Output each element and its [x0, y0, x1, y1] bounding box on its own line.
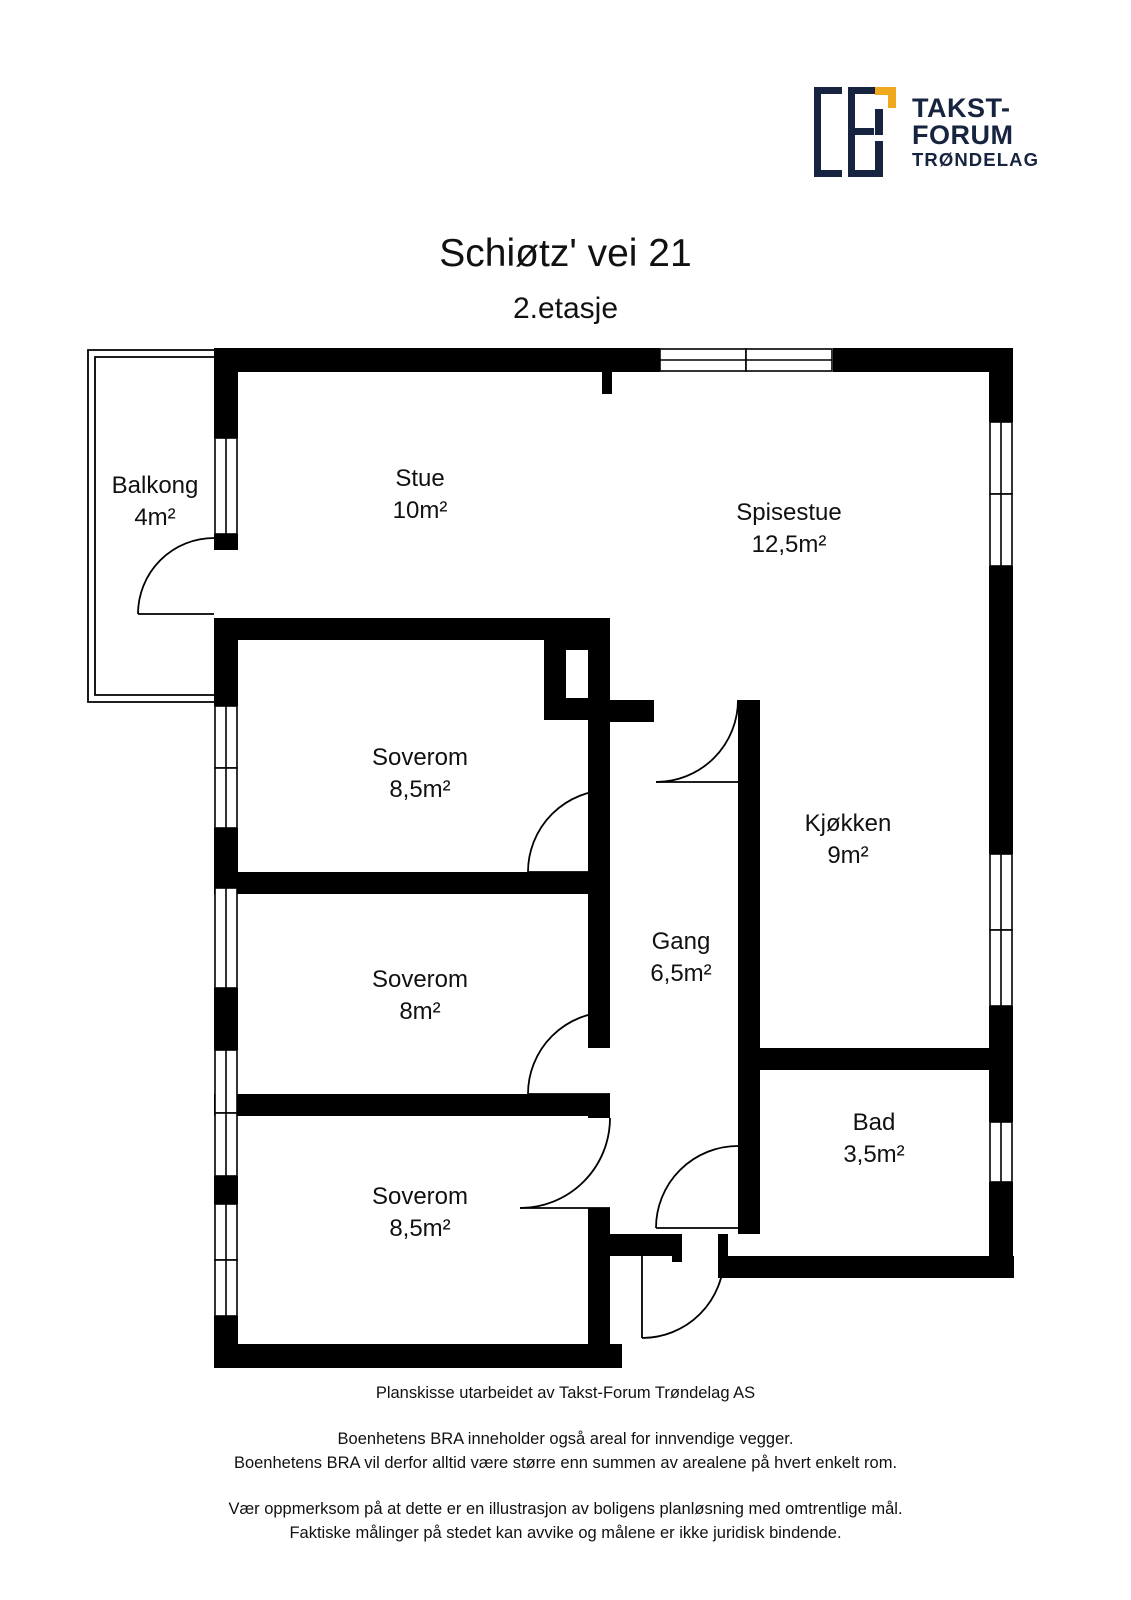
- room-area-kjokken: 9m²: [827, 842, 868, 869]
- door-soverom-upper: [527, 789, 611, 873]
- room-label-balkong: Balkong: [112, 472, 199, 499]
- window-top-2: [745, 348, 833, 372]
- balcony-outline: [87, 349, 214, 703]
- door-balcony: [137, 537, 215, 615]
- logo-wordmark: TAKST- FORUM TRØNDELAG: [912, 92, 1040, 170]
- room-labels: Balkong 4m² Stue 10m² Spisestue 12,5m² S…: [112, 465, 905, 1242]
- window-top-1: [659, 348, 747, 372]
- room-area-soverom-bottom: 8,5m²: [389, 1215, 450, 1242]
- room-area-soverom-upper: 8,5m²: [389, 776, 450, 803]
- wall-structure: [214, 348, 1014, 1368]
- footer-disclaimer-line-2: Faktiske målinger på stedet kan avvike o…: [289, 1523, 842, 1542]
- page-subtitle: 2.etasje: [512, 292, 619, 325]
- window-left-3: [214, 887, 238, 989]
- room-area-stue: 10m²: [393, 497, 448, 524]
- room-area-bad: 3,5m²: [843, 1141, 904, 1168]
- window-left-7: [214, 1259, 238, 1317]
- window-left-5: [214, 1112, 238, 1177]
- room-label-soverom-middle: Soverom: [372, 966, 468, 993]
- window-right-4: [989, 929, 1013, 1007]
- window-left-6: [214, 1203, 238, 1261]
- window-left-1: [214, 705, 238, 769]
- window-right-1: [989, 421, 1013, 495]
- footer-credit-block: Planskisse utarbeidet av Takst-Forum Trø…: [0, 1382, 1131, 1406]
- door-gang-top: [655, 699, 739, 783]
- window-balcony-door: [214, 437, 238, 535]
- door-bad: [655, 1145, 739, 1229]
- room-label-stue: Stue: [395, 465, 444, 492]
- footer-credit: Planskisse utarbeidet av Takst-Forum Trø…: [375, 1384, 756, 1402]
- logo-line-trondelag: TRØNDELAG: [912, 148, 1040, 170]
- door-soverom-bottom: [519, 1117, 611, 1209]
- room-area-soverom-middle: 8m²: [399, 998, 440, 1025]
- takst-forum-logo: TAKST- FORUM TRØNDELAG: [812, 82, 1040, 182]
- window-right-2: [989, 493, 1013, 567]
- door-soverom-middle: [527, 1011, 611, 1095]
- takst-forum-bracket-icon: [814, 87, 896, 177]
- room-label-bad: Bad: [853, 1109, 896, 1136]
- windows: [214, 348, 1013, 1317]
- room-area-spisestue: 12,5m²: [752, 531, 827, 558]
- room-label-soverom-bottom: Soverom: [372, 1183, 468, 1210]
- window-left-2: [214, 767, 238, 829]
- room-label-kjokken: Kjøkken: [805, 810, 892, 837]
- room-label-soverom-upper: Soverom: [372, 744, 468, 771]
- page-title: Schiøtz' vei 21: [439, 232, 692, 275]
- room-area-balkong: 4m²: [134, 504, 175, 531]
- logo-line-takst: TAKST-: [912, 92, 1011, 123]
- footer-disclaimer-line-1: Vær oppmerksom på at dette er en illustr…: [228, 1499, 903, 1518]
- footer-bra-block: Boenhetens BRA inneholder også areal for…: [0, 1428, 1131, 1476]
- footer-notes: Planskisse utarbeidet av Takst-Forum Trø…: [0, 1382, 1131, 1568]
- window-right-5: [989, 1121, 1013, 1183]
- footer-bra-line-1: Boenhetens BRA inneholder også areal for…: [337, 1429, 794, 1448]
- room-label-spisestue: Spisestue: [736, 499, 841, 526]
- doors: [137, 537, 739, 1339]
- footer-bra-line-2: Boenhetens BRA vil derfor alltid være st…: [233, 1453, 898, 1472]
- logo-line-forum: FORUM: [912, 119, 1014, 150]
- footer-disclaimer-block: Vær oppmerksom på at dette er en illustr…: [0, 1498, 1131, 1546]
- room-area-gang: 6,5m²: [650, 960, 711, 987]
- door-entrance: [641, 1255, 725, 1339]
- floorplan-drawing: Balkong 4m² Stue 10m² Spisestue 12,5m² S…: [0, 338, 1131, 1378]
- window-left-4: [214, 1049, 238, 1114]
- window-right-3: [989, 853, 1013, 931]
- room-label-gang: Gang: [652, 928, 711, 955]
